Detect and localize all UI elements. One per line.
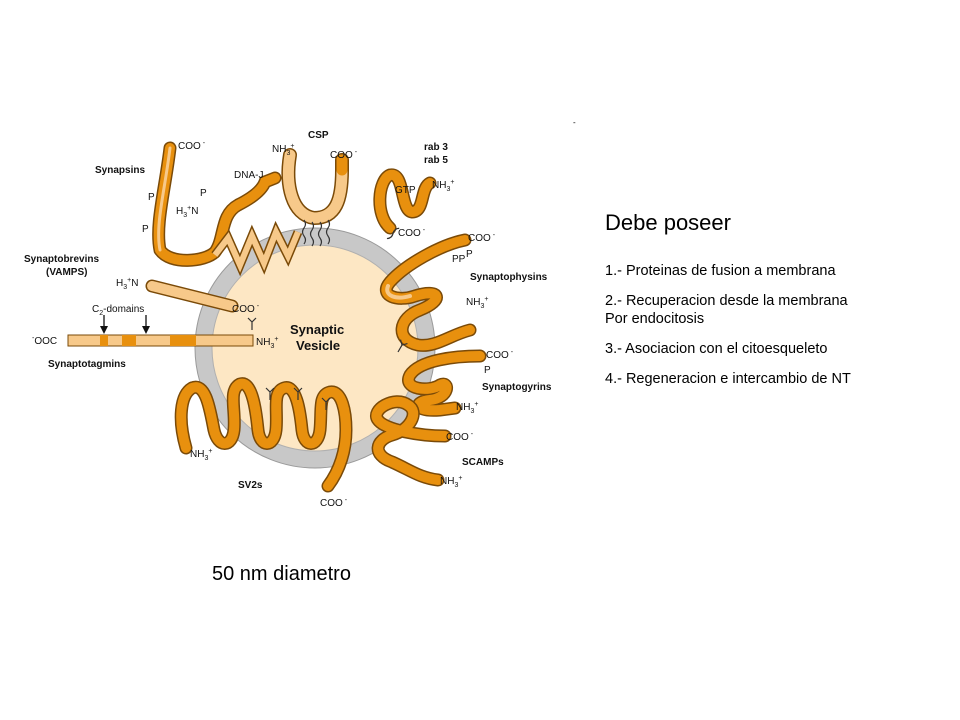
csp-label: CSP (308, 130, 329, 141)
sv2-c-terminus-label: COO - (320, 497, 348, 509)
requirement-item: 3.- Asociacion con el citoesqueleto (605, 340, 945, 358)
dna-j-label: DNA-J (234, 170, 263, 181)
synapsin-phospho-1: P (148, 192, 155, 203)
synaptotagmin-c-terminus-label: -OOC (32, 335, 57, 347)
center-label-vesicle: Vesicle (296, 338, 340, 353)
center-label-synaptic: Synaptic (290, 322, 344, 337)
synaptobrevins-label: Synaptobrevins (24, 254, 99, 265)
requirement-text: 3.- Asociacion con el citoesqueleto (605, 341, 828, 357)
synaptotagmin-protein (67, 334, 254, 347)
synaptophysin-phospho: PP (452, 254, 466, 265)
synaptogyrins-label: Synaptogyrins (482, 382, 552, 393)
csp-protein (281, 148, 349, 247)
requirement-text: 2.- Recuperacion desde la membrana (605, 293, 848, 309)
requirement-text: 4.- Regeneracion e intercambio de NT (605, 371, 851, 387)
synaptophysins-label: Synaptophysins (470, 272, 548, 283)
gtp-label: GTP (395, 185, 416, 196)
rab-n-terminus-label: NH3+ (432, 179, 454, 193)
requirement-text: 1.- Proteinas de fusion a membrana (605, 263, 836, 279)
vamps-label: (VAMPS) (46, 267, 87, 278)
synapsin-c-terminus-label: COO - (178, 140, 206, 152)
panel-title: Debe poseer (605, 210, 731, 235)
requirement-text: Por endocitosis (605, 311, 705, 327)
csp-n-terminus-label: NH3+ (272, 143, 294, 157)
csp-c-terminus-label: COO - (330, 149, 358, 161)
sv2-n-terminus-label: NH3+ (190, 448, 212, 462)
scamp-c-terminus-label: COO - (446, 431, 474, 443)
scamps-label: SCAMPs (462, 457, 504, 468)
rab-c-terminus-label: COO - (398, 227, 426, 239)
synaptobrevin-protein (145, 279, 239, 313)
rab5-label: rab 5 (424, 155, 448, 166)
synapsins-label: Synapsins (95, 165, 145, 176)
synaptotagmin-n-terminus-label: NH3+ (256, 336, 278, 350)
c2-domains-label: C2-domains (92, 304, 144, 317)
synaptogyrin-phospho: P (484, 365, 491, 376)
synaptophysin-c-terminus-label: COO - (468, 232, 496, 244)
scamp-n-terminus-label: NH3+ (440, 475, 462, 489)
c2-domain-arrows (100, 315, 150, 334)
synapsin-anchor-zigzag (211, 220, 303, 277)
sv2s-label: SV2s (238, 480, 263, 491)
sv2-protein (174, 377, 353, 493)
scamp-protein (370, 395, 452, 487)
diameter-caption: 50 nm diametro (212, 563, 351, 585)
synapsin-phospho-3: P (142, 224, 149, 235)
synapsins-protein (152, 141, 282, 267)
synaptobrevin-c-terminus-label: COO - (232, 303, 260, 315)
synaptogyrin-c-terminus-label: COO - (486, 349, 514, 361)
synapsin-phospho-2: P (200, 188, 207, 199)
requirement-item: 1.- Proteinas de fusion a membrana (605, 262, 945, 280)
rab-protein (373, 168, 437, 240)
requirements-panel: Debe poseer 1.- Proteinas de fusion a me… (605, 210, 945, 400)
synaptophysin-protein (379, 233, 477, 352)
glycosylation-marks (247, 317, 408, 410)
synaptophysin-n-terminus-label: NH3+ (466, 296, 488, 310)
synaptogyrin-protein (402, 349, 487, 417)
synaptobrevin-n-terminus-label: H3+N (116, 277, 138, 291)
stray-mark: - (573, 118, 576, 127)
requirement-item: 2.- Recuperacion desde la membrana Por e… (605, 292, 945, 328)
requirement-item: 4.- Regeneracion e intercambio de NT (605, 370, 945, 388)
synaptotagmins-label: Synaptotagmins (48, 359, 126, 370)
rab3-label: rab 3 (424, 142, 448, 153)
synaptophysin-phospho-2: P (466, 249, 473, 260)
synapsin-n-terminus-label: H3+N (176, 205, 198, 219)
synaptogyrin-n-terminus-label: NH3+ (456, 401, 478, 415)
